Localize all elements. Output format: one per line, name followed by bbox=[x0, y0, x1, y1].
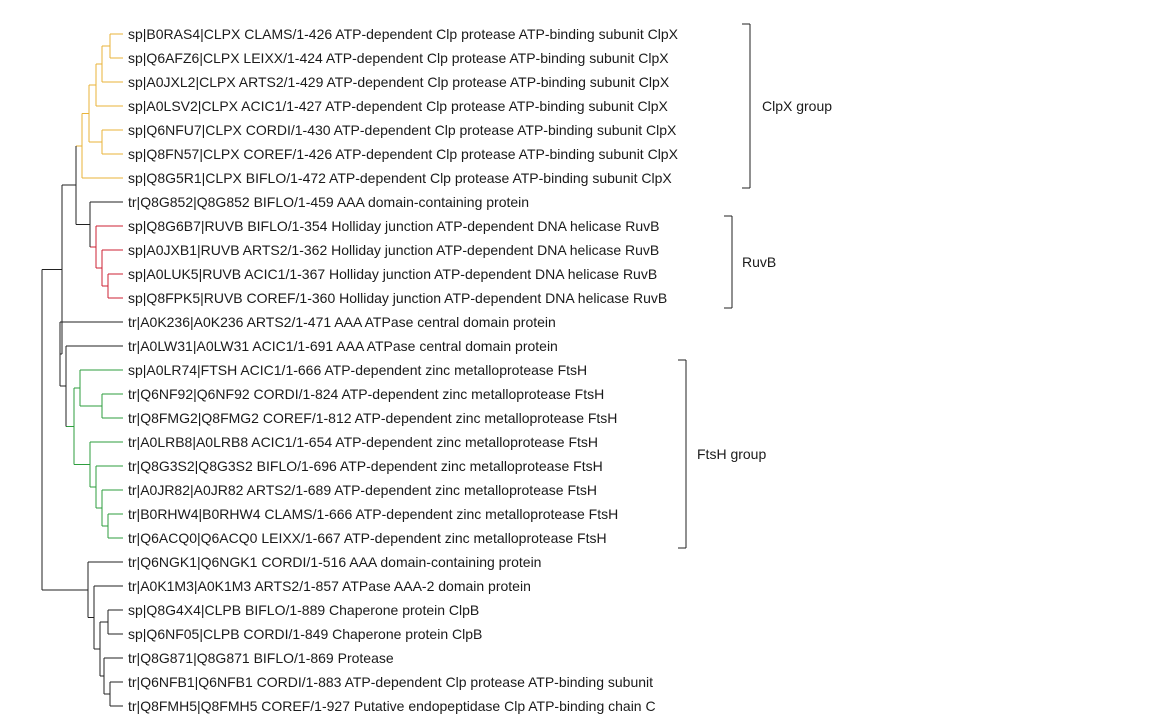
leaf-label-l2: sp|A0JXL2|CLPX ARTS2/1-429 ATP-dependent… bbox=[128, 74, 670, 90]
leaf-label-l18: tr|Q8G3S2|Q8G3S2 BIFLO/1-696 ATP-depende… bbox=[128, 458, 603, 474]
leaf-label-l0: sp|B0RAS4|CLPX CLAMS/1-426 ATP-dependent… bbox=[128, 26, 678, 42]
leaf-label-l27: tr|Q6NFB1|Q6NFB1 CORDI/1-883 ATP-depende… bbox=[128, 674, 654, 690]
leaf-label-l21: tr|Q6ACQ0|Q6ACQ0 LEIXX/1-667 ATP-depende… bbox=[128, 530, 607, 546]
leaf-label-l10: sp|A0LUK5|RUVB ACIC1/1-367 Holliday junc… bbox=[128, 266, 658, 282]
leaf-label-l25: sp|Q6NF05|CLPB CORDI/1-849 Chaperone pro… bbox=[128, 626, 483, 642]
leaf-label-l8: sp|Q8G6B7|RUVB BIFLO/1-354 Holliday junc… bbox=[128, 218, 660, 234]
leaf-label-l14: sp|A0LR74|FTSH ACIC1/1-666 ATP-dependent… bbox=[128, 362, 588, 378]
leaf-label-l5: sp|Q8FN57|CLPX COREF/1-426 ATP-dependent… bbox=[128, 146, 678, 162]
leaf-label-l15: tr|Q6NF92|Q6NF92 CORDI/1-824 ATP-depende… bbox=[128, 386, 605, 402]
leaf-label-l26: tr|Q8G871|Q8G871 BIFLO/1-869 Protease bbox=[128, 650, 394, 666]
leaf-label-l23: tr|A0K1M3|A0K1M3 ARTS2/1-857 ATPase AAA-… bbox=[128, 578, 531, 594]
leaf-label-l19: tr|A0JR82|A0JR82 ARTS2/1-689 ATP-depende… bbox=[128, 482, 597, 498]
leaf-label-l16: tr|Q8FMG2|Q8FMG2 COREF/1-812 ATP-depende… bbox=[128, 410, 618, 426]
leaf-label-l17: tr|A0LRB8|A0LRB8 ACIC1/1-654 ATP-depende… bbox=[128, 434, 599, 450]
leaf-label-l1: sp|Q6AFZ6|CLPX LEIXX/1-424 ATP-dependent… bbox=[128, 50, 669, 66]
leaf-label-l22: tr|Q6NGK1|Q6NGK1 CORDI/1-516 AAA domain-… bbox=[128, 554, 542, 570]
clpx-group-label: ClpX group bbox=[762, 98, 833, 114]
leaf-label-l28: tr|Q8FMH5|Q8FMH5 COREF/1-927 Putative en… bbox=[128, 698, 656, 714]
leaf-label-l12: tr|A0K236|A0K236 ARTS2/1-471 AAA ATPase … bbox=[128, 314, 556, 330]
leaf-label-l9: sp|A0JXB1|RUVB ARTS2/1-362 Holliday junc… bbox=[128, 242, 660, 258]
leaf-label-l20: tr|B0RHW4|B0RHW4 CLAMS/1-666 ATP-depende… bbox=[128, 506, 619, 522]
leaf-label-l11: sp|Q8FPK5|RUVB COREF/1-360 Holliday junc… bbox=[128, 290, 668, 306]
leaf-label-l4: sp|Q6NFU7|CLPX CORDI/1-430 ATP-dependent… bbox=[128, 122, 677, 138]
leaf-label-l7: tr|Q8G852|Q8G852 BIFLO/1-459 AAA domain-… bbox=[128, 194, 530, 210]
leaf-label-l24: sp|Q8G4X4|CLPB BIFLO/1-889 Chaperone pro… bbox=[128, 602, 480, 618]
leaf-label-l6: sp|Q8G5R1|CLPX BIFLO/1-472 ATP-dependent… bbox=[128, 170, 672, 186]
ruvb-group-label: RuvB bbox=[742, 254, 777, 270]
ftsh-group-label: FtsH group bbox=[697, 446, 767, 462]
leaf-label-l3: sp|A0LSV2|CLPX ACIC1/1-427 ATP-dependent… bbox=[128, 98, 668, 114]
leaf-label-l13: tr|A0LW31|A0LW31 ACIC1/1-691 AAA ATPase … bbox=[128, 338, 558, 354]
